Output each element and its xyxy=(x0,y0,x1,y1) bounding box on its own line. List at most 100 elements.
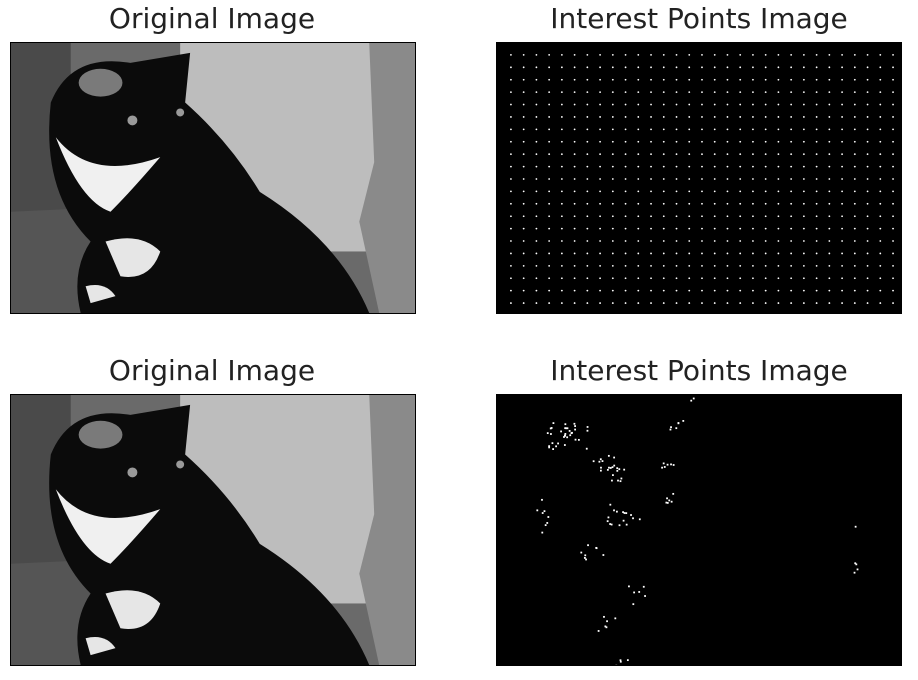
interest-point xyxy=(573,202,576,205)
interest-point xyxy=(535,190,538,193)
interest-point xyxy=(675,277,678,280)
interest-point xyxy=(726,116,729,118)
interest-point xyxy=(790,78,793,81)
interest-point xyxy=(841,252,843,255)
interest-point xyxy=(739,202,742,205)
interest-point xyxy=(675,178,678,180)
interest-point xyxy=(663,466,666,468)
interest-point xyxy=(586,252,589,255)
interest-point xyxy=(713,103,716,106)
interest-point xyxy=(607,516,610,519)
interest-point xyxy=(586,54,589,56)
interest-point xyxy=(802,116,805,118)
interest-point xyxy=(854,525,857,528)
interest-point xyxy=(739,116,742,118)
interest-point xyxy=(535,128,538,131)
interest-point xyxy=(599,54,601,56)
interest-point xyxy=(599,178,601,180)
interest-point xyxy=(764,252,767,255)
interest-point xyxy=(613,464,616,467)
interest-point xyxy=(573,103,576,106)
panel-points-top: Interest Points Image xyxy=(494,0,904,316)
interest-point xyxy=(546,522,549,524)
interest-point xyxy=(611,103,614,106)
interest-point xyxy=(841,91,843,94)
interest-point xyxy=(624,252,627,255)
interest-point xyxy=(619,480,622,483)
interest-point xyxy=(510,289,512,292)
interest-point xyxy=(548,54,551,56)
interest-point xyxy=(522,128,525,131)
interest-point xyxy=(892,78,894,81)
panel-title: Original Image xyxy=(108,354,316,387)
interest-point xyxy=(586,227,589,230)
interest-point xyxy=(535,140,538,143)
interest-point xyxy=(828,103,831,106)
interest-point xyxy=(586,190,589,193)
interest-point xyxy=(510,153,512,156)
interest-point xyxy=(815,227,818,230)
interest-point xyxy=(670,500,673,503)
interest-point xyxy=(599,78,601,81)
interest-point xyxy=(522,153,525,156)
interest-point xyxy=(637,165,640,168)
interest-point xyxy=(564,433,567,435)
interest-point xyxy=(879,302,882,304)
interest-point xyxy=(586,91,589,94)
interest-point xyxy=(535,240,538,242)
panel-original-bottom: Original Image xyxy=(8,352,416,668)
interest-point xyxy=(701,277,703,280)
interest-point xyxy=(560,240,563,242)
interest-point xyxy=(669,428,672,431)
interest-point xyxy=(739,264,742,267)
interest-point xyxy=(573,116,576,118)
interest-point xyxy=(510,202,512,205)
interest-point xyxy=(586,116,589,118)
interest-point xyxy=(802,252,805,255)
interest-point xyxy=(841,78,843,81)
interest-point xyxy=(777,302,780,304)
interest-point xyxy=(688,215,691,218)
interest-point xyxy=(713,277,716,280)
interest-point xyxy=(701,91,703,94)
interest-point xyxy=(853,153,856,156)
interest-point xyxy=(892,215,894,218)
interest-point xyxy=(866,178,869,180)
interest-point xyxy=(790,66,793,69)
interest-point xyxy=(522,240,525,242)
interest-point xyxy=(599,66,601,69)
interest-point xyxy=(726,66,729,69)
interest-point xyxy=(701,289,703,292)
interest-point xyxy=(688,289,691,292)
interest-point xyxy=(879,289,882,292)
interest-point xyxy=(688,116,691,118)
interest-point xyxy=(815,264,818,267)
interest-point xyxy=(892,165,894,168)
interest-point xyxy=(624,153,627,156)
interest-point xyxy=(892,302,894,304)
interest-point xyxy=(675,190,678,193)
interest-point xyxy=(828,128,831,131)
interest-point xyxy=(535,153,538,156)
interest-point xyxy=(586,215,589,218)
interest-point xyxy=(726,153,729,156)
interest-point xyxy=(633,591,636,594)
interest-point xyxy=(675,215,678,218)
interest-point xyxy=(522,178,525,180)
interest-point xyxy=(841,103,843,106)
interest-point xyxy=(866,302,869,304)
interest-point xyxy=(662,190,665,193)
interest-point xyxy=(777,165,780,168)
interest-point xyxy=(764,116,767,118)
interest-point xyxy=(672,492,675,495)
interest-point xyxy=(564,423,567,426)
interest-point xyxy=(510,277,512,280)
interest-point xyxy=(853,277,856,280)
interest-point xyxy=(815,202,818,205)
interest-point xyxy=(662,78,665,81)
interest-point xyxy=(611,302,614,304)
interest-point xyxy=(662,240,665,242)
interest-point xyxy=(866,91,869,94)
interest-point xyxy=(726,140,729,143)
interest-point xyxy=(841,116,843,118)
